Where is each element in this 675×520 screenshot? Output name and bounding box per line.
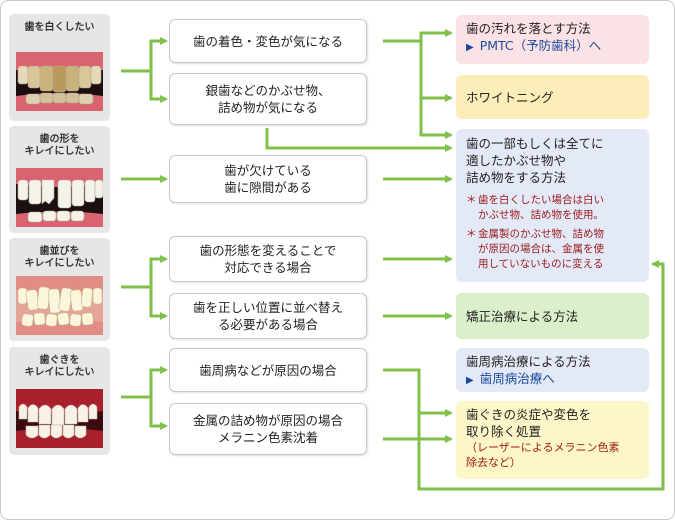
crooked-teeth-illustration <box>16 276 103 335</box>
result-title: 歯周病治療による方法 <box>466 354 591 369</box>
result-title: ホワイトニング <box>466 89 554 105</box>
condition-stain: 歯の着色・変色が気になる <box>169 19 367 63</box>
condition-periodontal: 歯周病などが原因の場合 <box>169 348 367 392</box>
asterisk-icon: ＊ <box>466 194 477 206</box>
condition-chipped: 歯が欠けている 歯に隙間がある <box>169 155 367 203</box>
problem-card-alignment: 歯並びを キレイにしたい <box>9 238 110 341</box>
problem-card-whiten: 歯を白くしたい <box>9 14 110 121</box>
discolored-teeth-illustration <box>16 52 103 111</box>
result-gum-treatment: 歯ぐきの炎症や変色を 取り除く処置 （レーザーによるメラニン色素 除去など） <box>456 401 649 479</box>
result-title: 歯の汚れを落とす方法 <box>466 21 591 36</box>
result-orthodontics: 矯正治療による方法 <box>456 293 649 339</box>
result-whitening: ホワイトニング <box>456 75 649 119</box>
result-stain-removal: 歯の汚れを落とす方法 ▶PMTC（予防歯科）へ <box>456 15 649 64</box>
problem-title: 歯を白くしたい <box>24 22 95 33</box>
problem-title: 歯並びを キレイにしたい <box>24 246 95 269</box>
chipped-teeth-illustration <box>16 168 103 227</box>
crown-note-metal: ＊ 金属製のかぶせ物、詰め物 が原因の場合は、金属を使 用していないものに変える <box>466 228 604 270</box>
result-crown: 歯の一部もしくは全てに 適したかぶせ物や 詰め物をする方法 ＊ 歯を白くしたい場… <box>456 129 649 282</box>
condition-metal-crown: 銀歯などのかぶせ物、 詰め物が気になる <box>169 73 367 125</box>
condition-melanin: 金属の詰め物が原因の場合 メラニン色素沈着 <box>169 403 367 455</box>
problem-title: 歯ぐきを キレイにしたい <box>24 355 95 378</box>
condition-shape-change: 歯の形態を変えることで 対応できる場合 <box>169 236 367 282</box>
problem-card-shape: 歯の形を キレイにしたい <box>9 126 110 233</box>
triangle-right-icon: ▶ <box>466 375 474 386</box>
result-title: 矯正治療による方法 <box>466 308 579 324</box>
crown-note-white: ＊ 歯を白くしたい場合は白い かぶせ物、詰め物を使用。 <box>466 194 604 221</box>
periodontal-link[interactable]: ▶歯周病治療へ <box>466 371 555 386</box>
result-periodontal: 歯周病治療による方法 ▶歯周病治療へ <box>456 348 649 392</box>
pmtc-link[interactable]: ▶PMTC（予防歯科）へ <box>466 38 602 53</box>
condition-realign: 歯を正しい位置に並べ替え る必要がある場合 <box>169 293 367 339</box>
problem-card-gums: 歯ぐきを キレイにしたい <box>9 347 110 455</box>
asterisk-icon: ＊ <box>466 228 477 240</box>
problem-title: 歯の形を キレイにしたい <box>24 134 95 157</box>
gum-disease-illustration <box>16 389 103 448</box>
result-title: 歯ぐきの炎症や変色を 取り除く処置 <box>466 407 592 439</box>
result-title: 歯の一部もしくは全てに 適したかぶせ物や 詰め物をする方法 <box>466 136 604 185</box>
result-subnote: （レーザーによるメラニン色素 除去など） <box>466 441 620 469</box>
triangle-right-icon: ▶ <box>466 42 474 53</box>
